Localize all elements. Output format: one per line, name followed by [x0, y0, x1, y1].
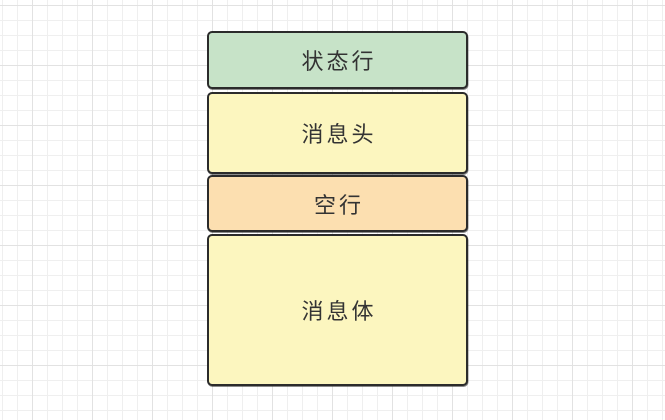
block-message-body: 消息体	[207, 234, 468, 386]
block-blank-line: 空行	[207, 175, 468, 232]
block-message-header: 消息头	[207, 92, 468, 174]
block-status-line: 状态行	[207, 31, 468, 89]
block-blank-line-label: 空行	[313, 192, 364, 218]
http-message-structure-diagram: 状态行 消息头 空行 消息体	[207, 31, 468, 386]
block-message-body-label: 消息体	[301, 299, 377, 324]
block-message-header-label: 消息头	[301, 122, 377, 147]
block-status-line-label: 状态行	[301, 49, 377, 74]
